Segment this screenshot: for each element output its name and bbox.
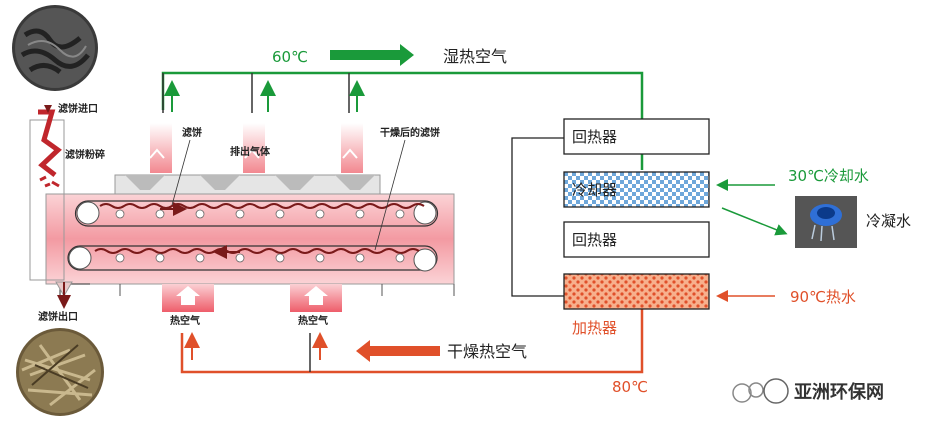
- cooler-label: 冷却器: [572, 181, 617, 199]
- inlet-crusher: [29, 105, 73, 309]
- cooling-water-label: 30℃冷却水: [788, 167, 869, 185]
- wet-air-temp: 60℃: [272, 48, 308, 66]
- dry-air-temp: 80℃: [612, 378, 648, 396]
- wet-air-label: 湿热空气: [443, 47, 507, 66]
- watermark: [732, 378, 789, 404]
- dried-cake-photo: [16, 328, 104, 416]
- dry-air-duct: [180, 308, 644, 374]
- hot-air-left-label: 热空气: [170, 314, 200, 327]
- watermark-text: 亚洲环保网: [794, 381, 884, 403]
- dry-air-label: 干燥热空气: [447, 342, 527, 361]
- hot-air-inlets: [162, 284, 342, 312]
- cake-label: 滤饼: [182, 126, 202, 139]
- condensate-label: 冷凝水: [866, 212, 911, 230]
- wet-cake-photo: [12, 5, 98, 91]
- hot-air-right-label: 热空气: [298, 314, 328, 327]
- inlet-label: 滤饼进口: [58, 102, 98, 115]
- regenerator-2-label: 回热器: [572, 231, 617, 249]
- condensate-photo: [795, 196, 857, 248]
- hot-water-label: 90℃热水: [790, 288, 856, 306]
- exhaust-label: 排出气体: [230, 145, 271, 158]
- crusher-label: 滤饼粉碎: [65, 148, 105, 161]
- heater-label: 加热器: [572, 319, 617, 337]
- dryer-chamber: [45, 174, 455, 300]
- regenerator-1-label: 回热器: [572, 128, 617, 146]
- heat-exchange-units: [511, 118, 710, 310]
- outlet-label: 滤饼出口: [38, 310, 78, 323]
- water-arrows: [716, 179, 788, 302]
- exhaust-vents: [149, 123, 363, 173]
- dried-cake-label: 干燥后的滤饼: [380, 126, 440, 139]
